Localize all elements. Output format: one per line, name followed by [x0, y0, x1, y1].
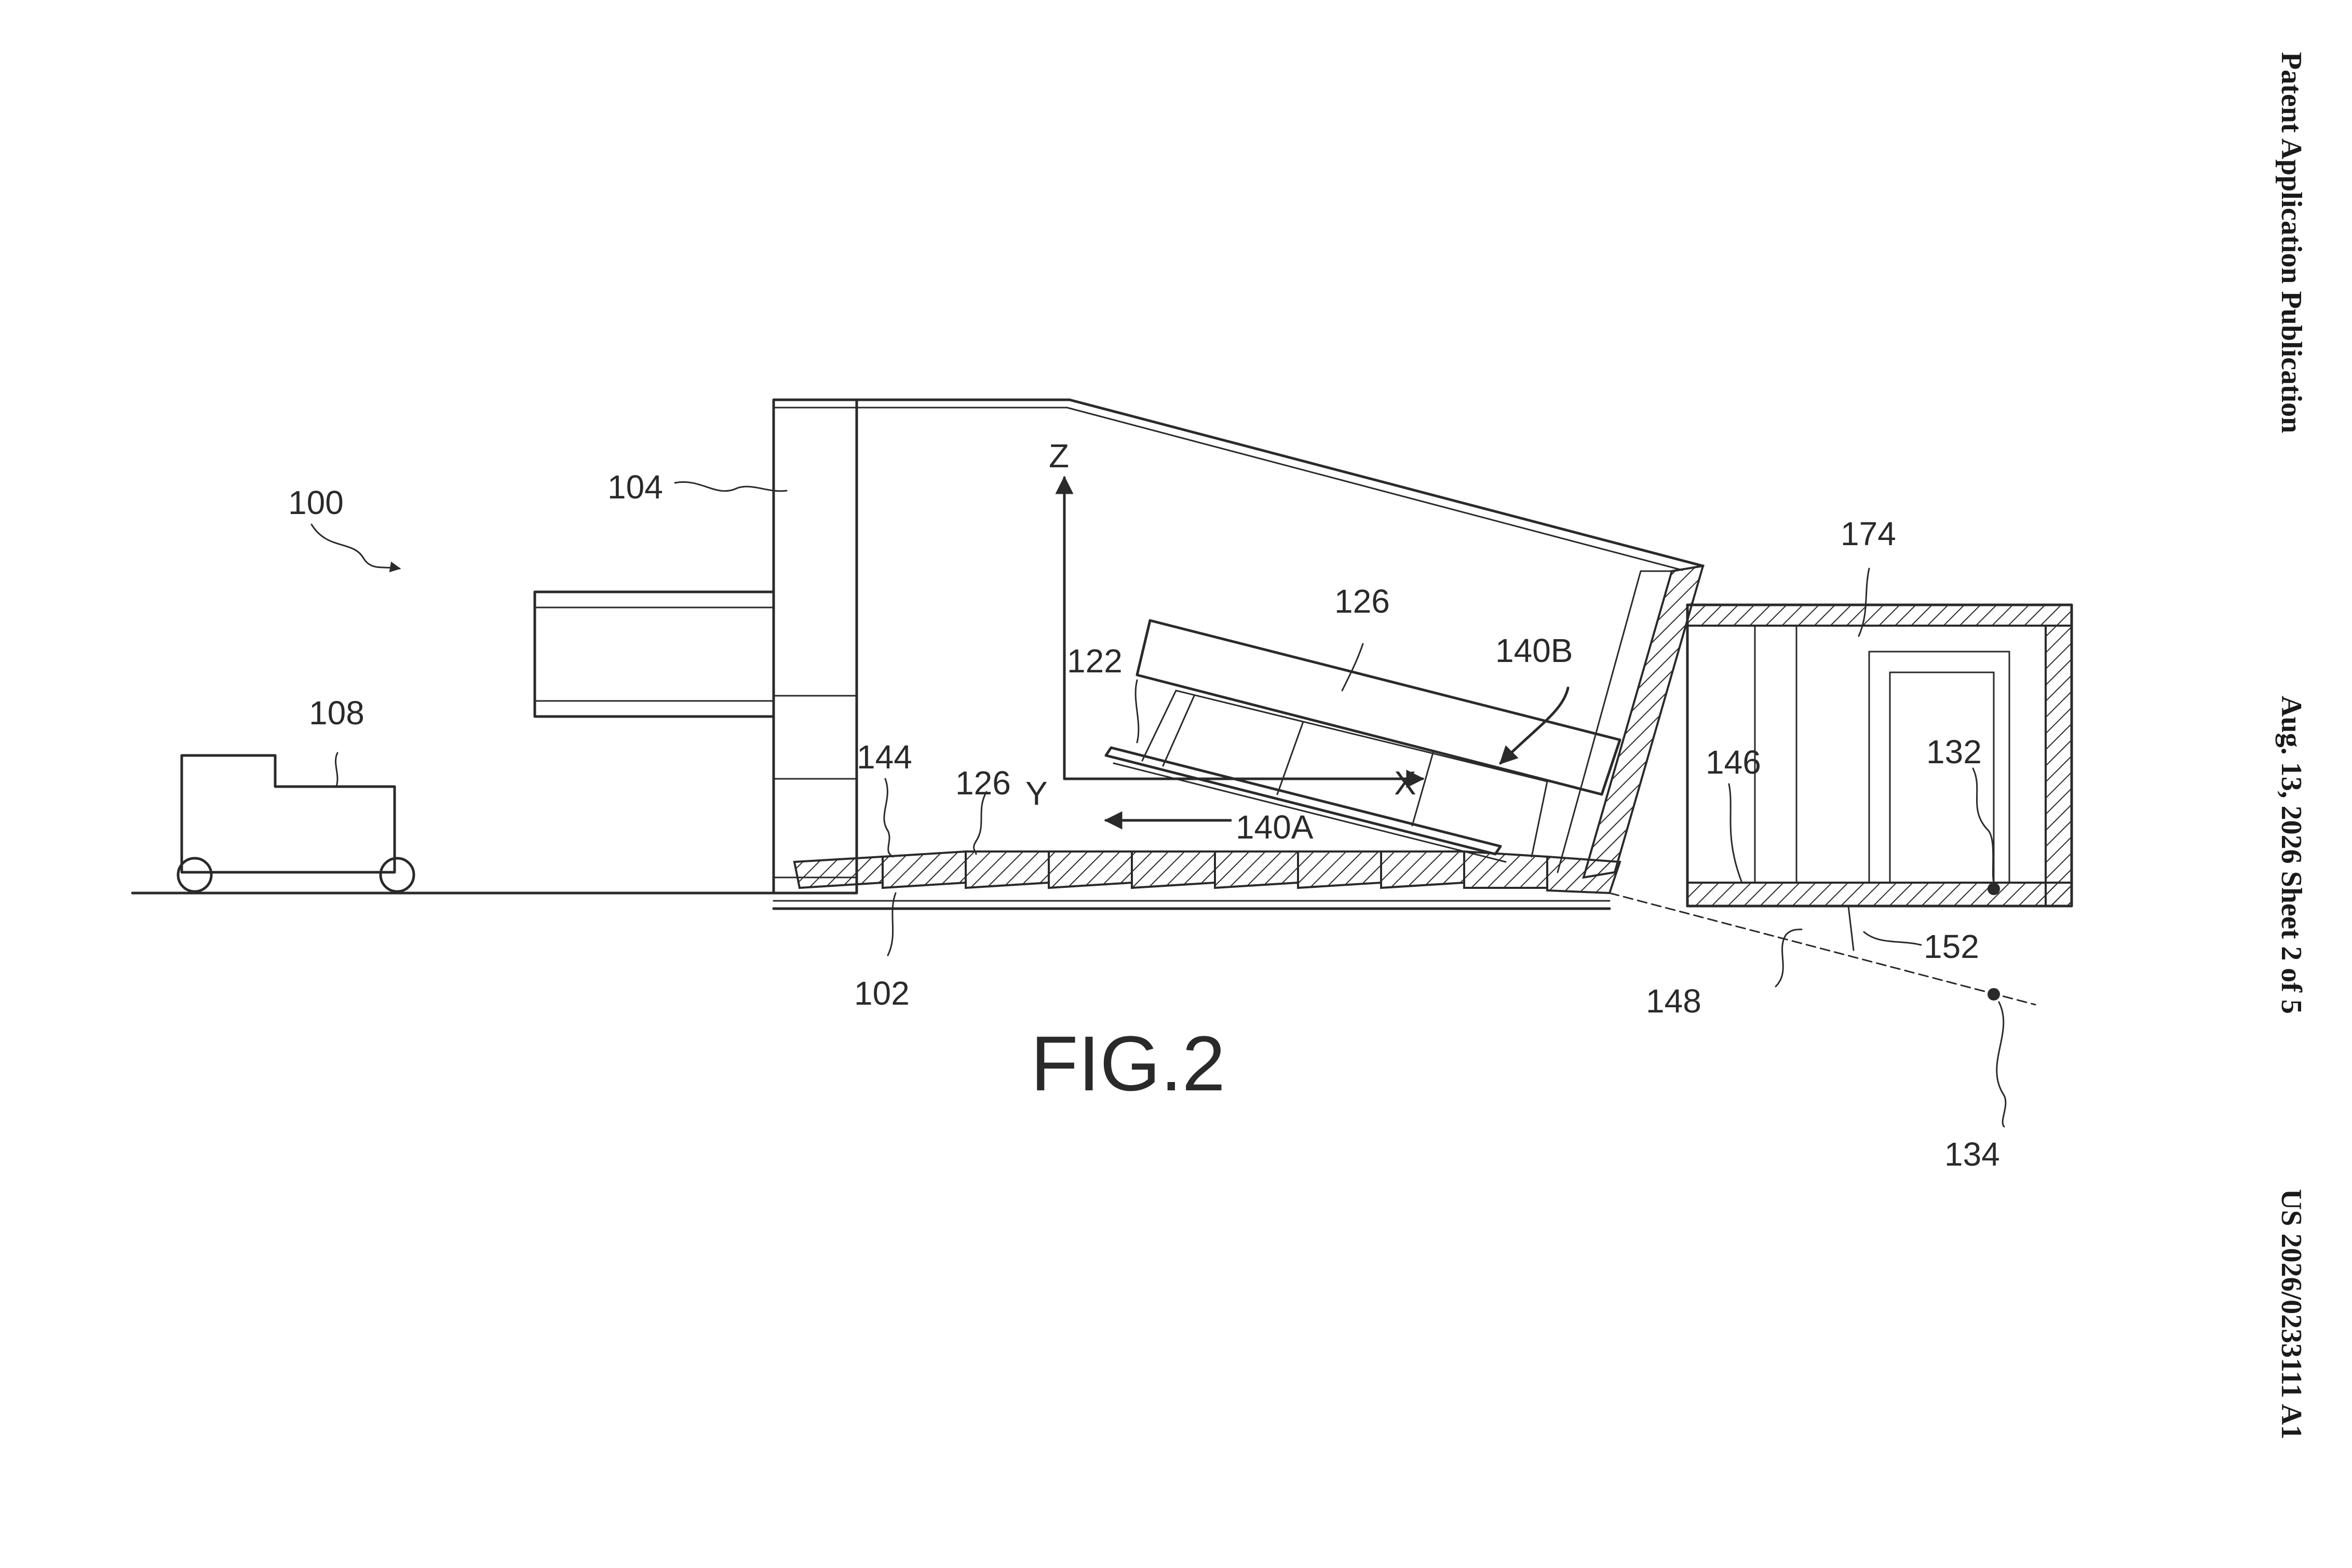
header-date-sheet: Aug. 13, 2026 Sheet 2 of 5 — [2275, 696, 2307, 1014]
vehicle-108 — [177, 752, 415, 893]
label-144: 144 — [857, 738, 912, 776]
label-174: 174 — [1841, 515, 1896, 552]
label-102: 102 — [854, 975, 910, 1012]
axis-y-label: Y — [1025, 775, 1048, 812]
label-100: 100 — [288, 484, 344, 521]
direction-arrow-140b — [1499, 686, 1570, 765]
label-152: 152 — [1924, 928, 1979, 965]
point-132 — [1988, 883, 2000, 895]
label-140b: 140B — [1495, 632, 1573, 669]
module-174 — [1686, 603, 2073, 908]
label-140a: 140A — [1236, 808, 1314, 846]
label-122: 122 — [1067, 642, 1123, 680]
axis-z-label: Z — [1049, 437, 1069, 475]
point-134 — [1988, 988, 2000, 1001]
label-134: 134 — [1944, 1136, 2000, 1173]
label-148: 148 — [1646, 982, 1701, 1020]
figure-title: FIG.2 — [1031, 1020, 1225, 1107]
stepped-floor-102 — [773, 850, 1621, 902]
tilted-carrier-126 — [1104, 619, 1621, 863]
label-126-bottom: 126 — [955, 764, 1011, 802]
label-104: 104 — [607, 468, 663, 506]
label-108: 108 — [309, 694, 364, 732]
leader-lines — [674, 481, 2007, 1128]
sheet-header: Patent Application Publication Aug. 13, … — [2275, 52, 2307, 1439]
assembly-100-pointer — [310, 523, 401, 573]
housing-104 — [533, 398, 1705, 910]
label-146: 146 — [1706, 744, 1761, 781]
label-132: 132 — [1926, 733, 1982, 771]
header-publication: Patent Application Publication — [2275, 52, 2307, 433]
header-number: US 2026/0233111 A1 — [2275, 1189, 2307, 1439]
coordinate-axes — [1055, 476, 1425, 788]
label-126-top: 126 — [1334, 583, 1390, 620]
reference-lines — [1608, 883, 2036, 1006]
axis-x-label: X — [1394, 764, 1416, 802]
